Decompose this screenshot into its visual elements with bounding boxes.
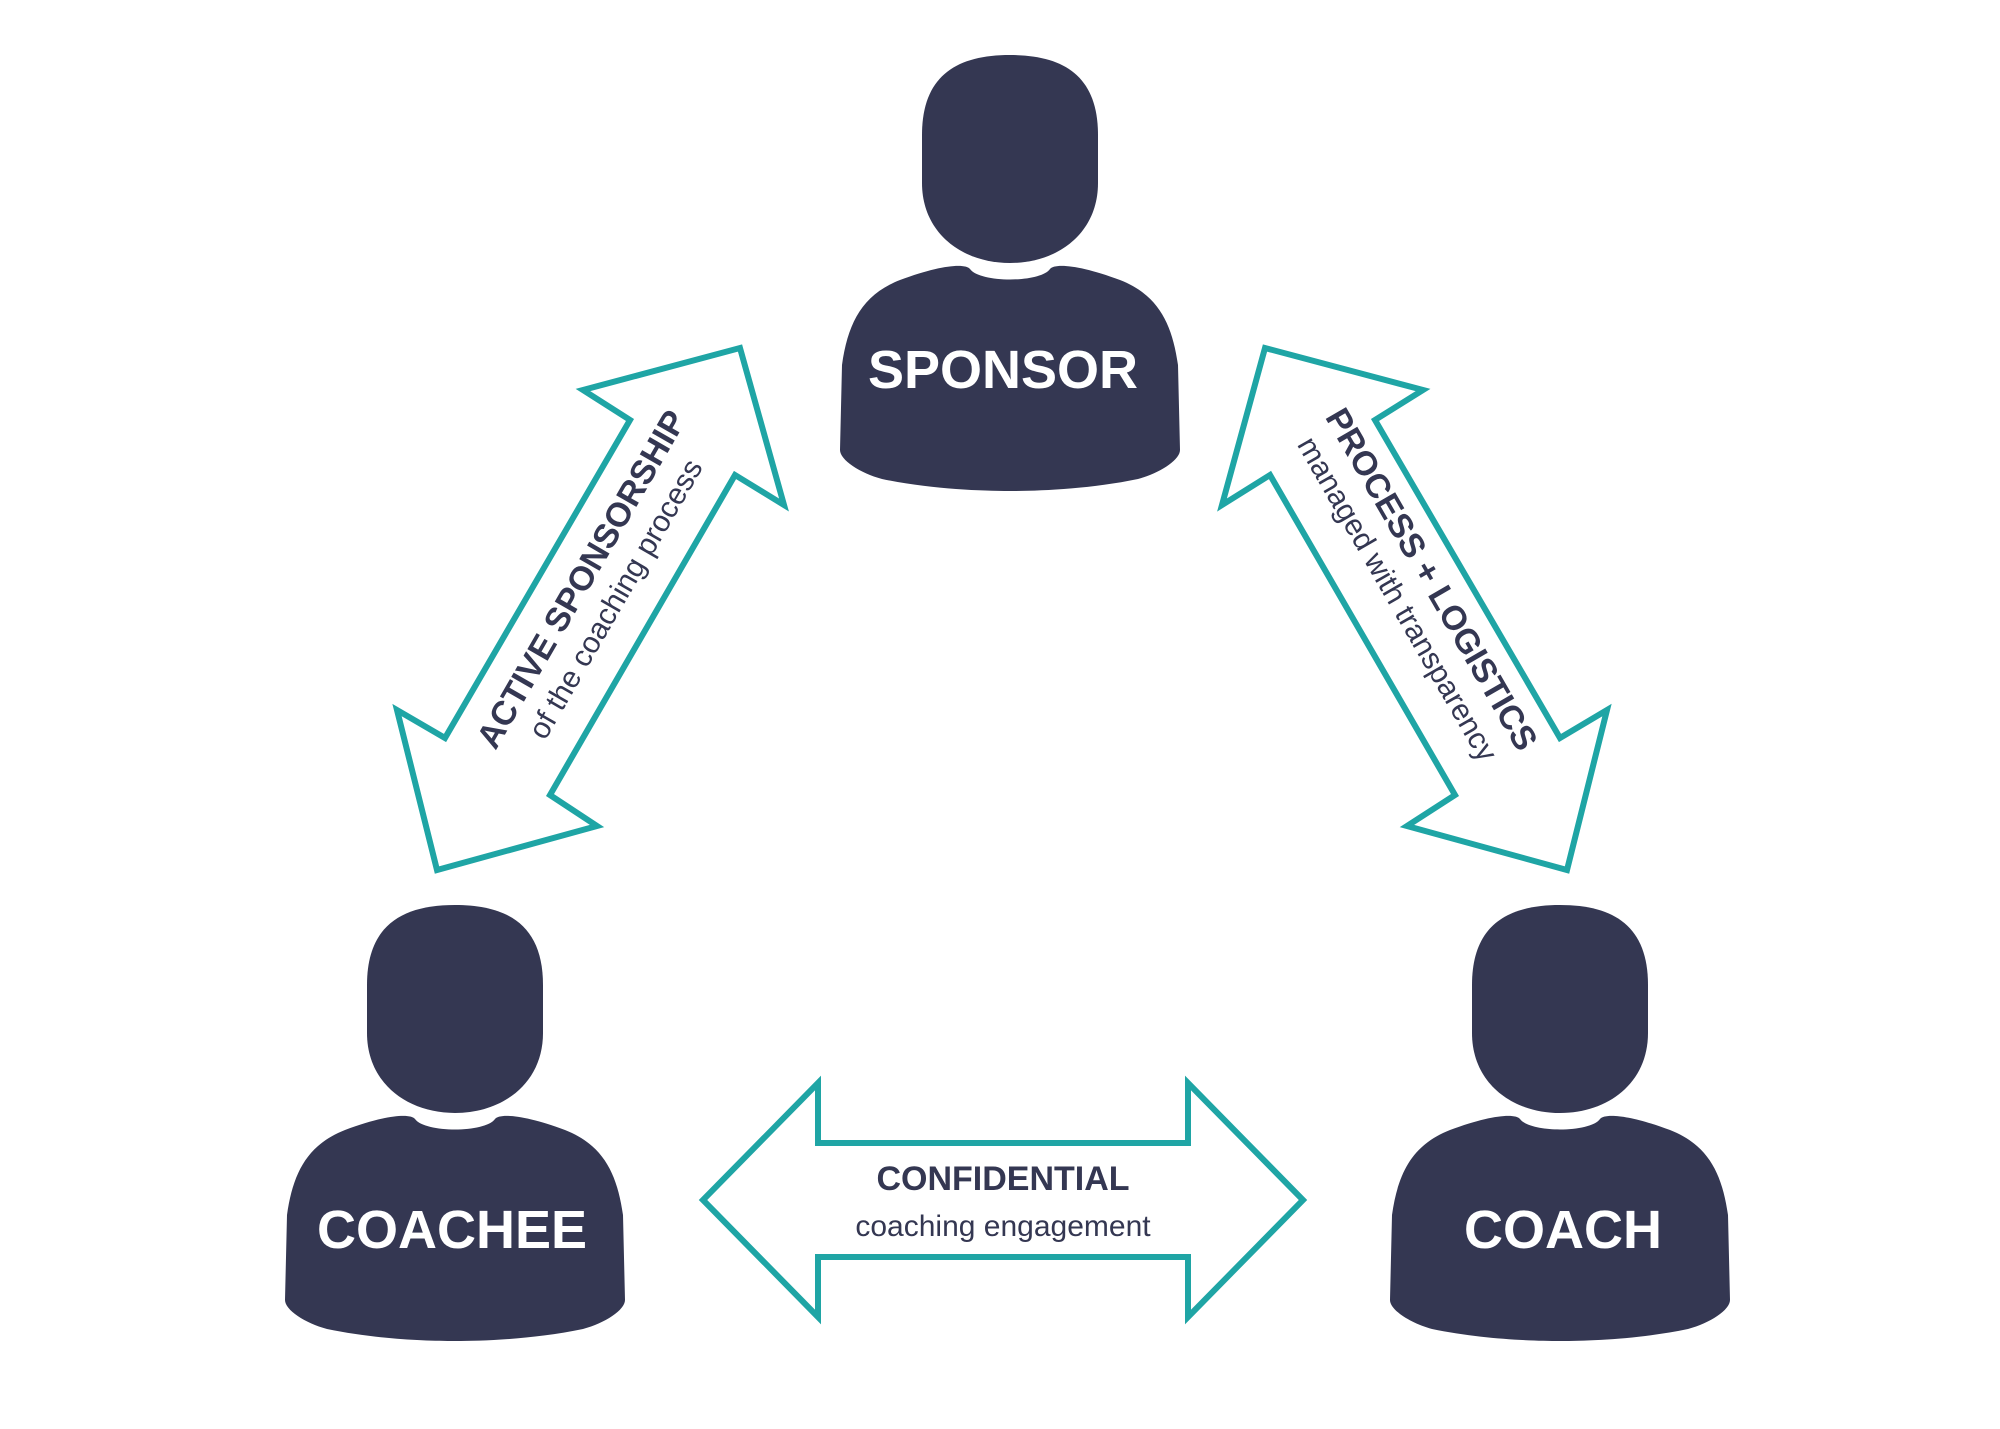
- sponsor-person: SPONSOR: [840, 55, 1180, 491]
- sponsor-coach-arrow: PROCESS + LOGISTICS managed with transpa…: [1217, 344, 1612, 874]
- sponsor-label: SPONSOR: [868, 340, 1138, 400]
- person-icon: [840, 55, 1180, 491]
- coachee-coach-arrow: CONFIDENTIAL coaching engagement: [698, 1075, 1308, 1325]
- coachee-coach-title: CONFIDENTIAL: [876, 1160, 1129, 1198]
- person-icon: [285, 905, 625, 1341]
- coach-person: COACH: [1390, 905, 1730, 1341]
- person-icon: [1390, 905, 1730, 1341]
- sponsor-coachee-arrow: ACTIVE SPONSORSHIP of the coaching proce…: [392, 344, 789, 874]
- coachee-person: COACHEE: [285, 905, 625, 1341]
- double-arrow-icon: [392, 344, 789, 874]
- coachee-label: COACHEE: [317, 1200, 587, 1260]
- double-arrow-icon: [698, 1075, 1308, 1325]
- coachee-coach-subtitle: coaching engagement: [855, 1210, 1151, 1243]
- double-arrow-icon: [1217, 344, 1612, 874]
- coach-label: COACH: [1464, 1200, 1662, 1260]
